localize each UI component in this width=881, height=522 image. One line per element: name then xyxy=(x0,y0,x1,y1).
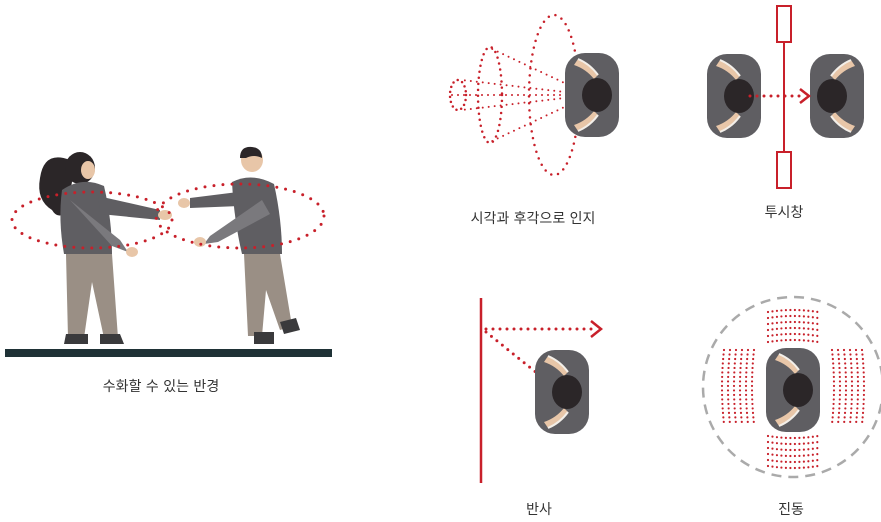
caption-see-through: 투시창 xyxy=(765,202,804,222)
person-right xyxy=(178,147,300,344)
ground-line xyxy=(5,349,332,357)
caption-sight-hearing: 시각과 후각으로 인지 xyxy=(471,208,596,228)
person-top-view-icon xyxy=(766,348,820,432)
person-top-view-icon xyxy=(535,350,589,434)
person-top-view-icon xyxy=(707,54,761,138)
caption-signing-radius: 수화할 수 있는 반경 xyxy=(103,376,219,396)
person-left xyxy=(39,152,172,344)
person-top-view-icon xyxy=(810,54,864,138)
person-top-view-icon xyxy=(565,53,619,137)
caption-reflection: 반사 xyxy=(526,499,552,519)
signing-people-illustration xyxy=(5,147,332,357)
caption-vibration: 진동 xyxy=(778,499,804,519)
